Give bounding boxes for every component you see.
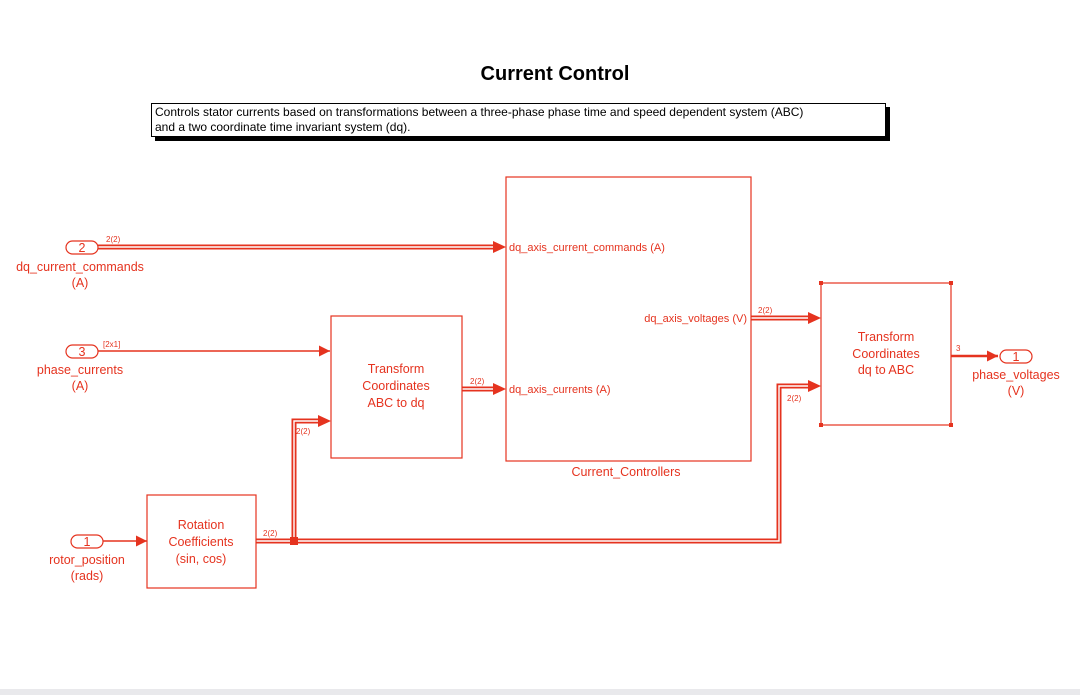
signal-dq-current-commands[interactable] <box>98 241 506 253</box>
inport-number: 3 <box>79 345 86 359</box>
block-label: Transform <box>858 330 915 344</box>
signal-dimension: [2x1] <box>103 340 120 349</box>
outport-label: (V) <box>1008 384 1025 398</box>
signal-dimension: 2(2) <box>263 529 278 538</box>
inport-oval[interactable] <box>65 240 99 255</box>
bottom-strip <box>0 689 1080 695</box>
inport-label: phase_currents <box>37 363 123 377</box>
rotation-coefficients-block[interactable] <box>146 494 257 589</box>
abc-to-dq-block[interactable] <box>330 315 463 459</box>
signal-dq-currents[interactable] <box>462 383 506 395</box>
signal-dimension: 2(2) <box>296 427 311 436</box>
controller-port-label: dq_axis_currents (A) <box>509 384 611 396</box>
inport-label: (A) <box>72 276 89 290</box>
block-label: Transform <box>368 362 425 376</box>
inport-number: 1 <box>84 535 91 549</box>
signal-dq-voltages[interactable] <box>751 312 821 324</box>
block-label: Rotation <box>178 518 225 532</box>
block-label: dq to ABC <box>858 363 914 377</box>
diagram-title: Current Control <box>480 63 630 85</box>
controllers-name: Current_Controllers <box>571 465 680 479</box>
dq-to-abc-block[interactable] <box>820 282 952 426</box>
outport-oval[interactable] <box>999 349 1033 364</box>
inport-oval[interactable] <box>70 534 104 549</box>
description-line: Controls stator currents based on transf… <box>155 105 804 119</box>
inport-oval[interactable] <box>65 344 99 359</box>
controller-port-label: dq_axis_current_commands (A) <box>509 242 665 254</box>
block-label: ABC to dq <box>368 396 425 410</box>
outport-number: 1 <box>1013 350 1020 364</box>
inport-label: dq_current_commands <box>16 260 144 274</box>
description-line: and a two coordinate time invariant syst… <box>155 120 411 134</box>
inport-label: (rads) <box>71 569 104 583</box>
current-controllers-block[interactable] <box>505 176 752 462</box>
signal-dimension: 3 <box>956 344 961 353</box>
selection-handles <box>819 281 953 427</box>
signal-rotation-coefficients[interactable] <box>256 380 821 545</box>
inport-label: rotor_position <box>49 553 125 567</box>
controller-port-label: dq_axis_voltages (V) <box>644 313 747 325</box>
block-label: Coordinates <box>362 379 429 393</box>
block-label: (sin, cos) <box>176 552 227 566</box>
description-note: Controls stator currents based on transf… <box>151 103 886 137</box>
signal-dimension: 2(2) <box>106 235 121 244</box>
outport-label: phase_voltages <box>972 368 1060 382</box>
signal-dimension: 2(2) <box>470 377 485 386</box>
block-label: Coefficients <box>168 535 233 549</box>
inport-number: 2 <box>79 241 86 255</box>
inport-label: (A) <box>72 379 89 393</box>
signal-dimension: 2(2) <box>758 306 773 315</box>
signal-dimension: 2(2) <box>787 394 802 403</box>
block-label: Coordinates <box>852 347 919 361</box>
